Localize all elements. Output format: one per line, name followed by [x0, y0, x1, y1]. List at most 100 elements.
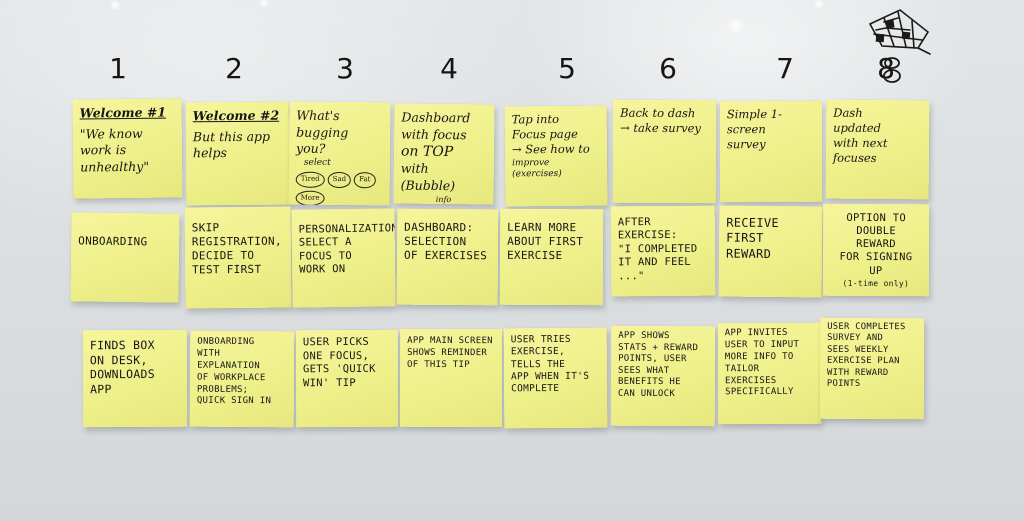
note-text: reward [725, 246, 772, 261]
sticky-note-receive-reward: Receive first reward [718, 205, 823, 298]
sticky-note-dash-updated: Dash updated with next focuses [825, 99, 930, 200]
note-text: can unlock [617, 388, 676, 399]
note-text: tells the [510, 358, 566, 370]
note-text: benefits he [617, 376, 681, 388]
column-number-8: 8 [877, 52, 895, 85]
column-number-5: 5 [558, 52, 576, 85]
note-text: User completes [827, 321, 906, 333]
sticky-note-welcome-1: Welcome #1 "We know work is unhealthy" [72, 98, 183, 199]
note-text: decide to [191, 249, 255, 263]
note-text: user to input [724, 339, 800, 351]
note-text: Learn more [507, 220, 577, 235]
note-text: on TOP [400, 143, 454, 161]
note-text: ..." [618, 269, 645, 283]
note-text: Dash [833, 105, 863, 120]
note-text: reward [856, 238, 896, 251]
note-text: Dashboard: [404, 220, 474, 235]
note-text: Onboarding [78, 234, 148, 249]
note-text: What's bugging [296, 107, 349, 140]
sticky-note-onboarding: Onboarding [70, 212, 180, 303]
mood-bubble: More [295, 190, 325, 206]
sticky-note-focus-page: Tap into Focus page → See how to improve… [504, 105, 608, 207]
sticky-note-app-shows-stats: App shows stats + reward points, user se… [610, 325, 716, 427]
note-text: → take survey [620, 120, 701, 136]
mood-bubble: Tired [295, 171, 325, 188]
light-glare [727, 18, 745, 34]
light-glare [812, 0, 826, 8]
note-text: complete [511, 383, 560, 395]
sticky-note-dashboard-selection: Dashboard: selection of exercises [396, 208, 499, 306]
mood-bubble: Fat [354, 172, 376, 188]
note-text: of workplace [196, 372, 266, 383]
note-text: for signing [839, 251, 913, 264]
note-text: points [826, 378, 861, 390]
note-text: sees weekly [827, 344, 889, 355]
note-text: unhealthy" [80, 158, 150, 174]
note-text: of this tip [407, 360, 470, 371]
note-text: But this app [192, 128, 271, 144]
note-text: Tap into [511, 111, 560, 127]
sticky-note-whats-bugging: What's bugging you? select Tired Sad Fat… [288, 101, 391, 206]
note-text: Option to [846, 211, 906, 225]
note-text: Personalization: [298, 222, 396, 236]
sticky-note-after-exercise: After exercise: "I completed it and feel… [610, 205, 716, 297]
note-text: Simple 1-screen [726, 106, 783, 137]
note-text: → See how to [511, 142, 590, 157]
note-text: Receive [726, 215, 779, 231]
checkered-finish-flag-icon [862, 6, 936, 88]
sticky-note-dashboard-focus: Dashboard with focus on TOP with (Bubble… [393, 103, 495, 205]
note-text: "I completed [617, 242, 698, 256]
note-text: Focus page [511, 126, 578, 142]
sticky-note-onboarding-explanation: Onboarding with explanation of workplace… [189, 330, 295, 428]
note-text: exercise plan [827, 356, 900, 367]
note-text: focuses [832, 150, 877, 165]
sticky-note-skip-registration: Skip registration, decide to test first [184, 206, 292, 309]
note-text: on desk, [89, 352, 148, 367]
note-text: registration, [191, 234, 282, 249]
note-text: selection [404, 234, 467, 249]
column-number-6: 6 [659, 52, 677, 85]
note-text: specifically [725, 387, 794, 398]
light-glare [258, 0, 270, 8]
note-text: with focus [401, 126, 467, 142]
note-text: sees what [618, 365, 670, 376]
light-glare [108, 0, 122, 10]
note-text: Back to dash [620, 105, 696, 121]
sticky-note-back-to-dash: Back to dash → take survey [612, 99, 717, 204]
note-text: app [90, 382, 112, 397]
note-text: about first [507, 234, 584, 249]
sticky-note-user-picks-focus: User picks one focus, gets 'quick win' t… [295, 329, 399, 428]
note-text: After exercise: [617, 216, 678, 242]
note-text: with explanation [197, 348, 261, 371]
note-text: Skip [191, 221, 220, 235]
sticky-note-user-completes-survey: User completes survey and sees weekly ex… [819, 317, 925, 420]
note-text: with (Bubble) [400, 161, 456, 194]
note-text: points, user [618, 353, 687, 365]
sticky-note-app-invites-user: App invites user to input more info to t… [717, 322, 822, 425]
note-text: problems; [196, 384, 249, 395]
sticky-note-finds-box: Finds box on desk, downloads app [82, 329, 188, 428]
note-text: tailor exercises [724, 363, 777, 386]
note-text: of exercises [403, 248, 488, 263]
note-text: shows reminder [407, 347, 488, 359]
note-text: app when it's [510, 370, 590, 383]
note-text: test first [192, 263, 262, 277]
note-text: downloads [89, 367, 156, 382]
note-text: User picks [302, 335, 370, 349]
note-text: work is [79, 142, 127, 158]
note-text: work on [299, 263, 346, 276]
note-text: select [303, 157, 331, 168]
note-text: with next [832, 135, 888, 150]
note-text: App shows [618, 330, 670, 342]
note-text: App invites [724, 327, 788, 339]
note-text: Finds box [89, 337, 155, 353]
note-text: exercise [506, 248, 563, 263]
sticky-note-survey: Simple 1-screen survey [719, 100, 823, 203]
mood-bubble: Sad [327, 172, 352, 188]
note-heading: Welcome #2 [192, 107, 280, 124]
column-number-4: 4 [440, 52, 458, 85]
sticky-note-user-tries-exercise: User tries exercise, tells the app when … [503, 327, 608, 429]
note-small-text: (1-time only) [842, 278, 910, 288]
note-text: one focus, [302, 349, 370, 362]
column-number-1: 1 [109, 52, 127, 85]
